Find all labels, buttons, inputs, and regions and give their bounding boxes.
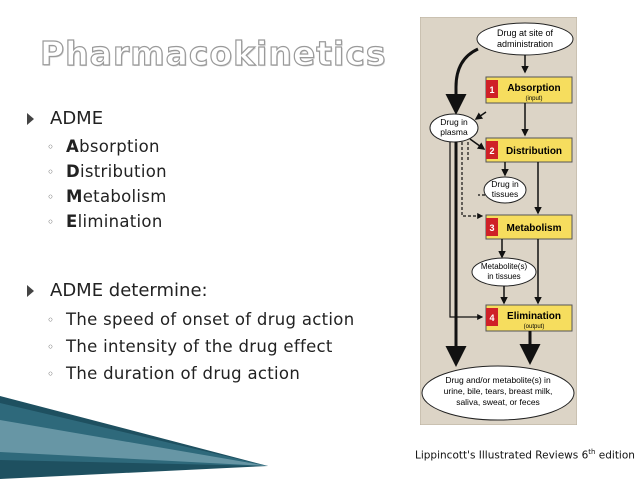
citation-tail: edition (595, 449, 635, 462)
step-label: Elimination (507, 311, 561, 322)
item-text: etabolism (82, 187, 167, 206)
bullet-label: ADME determine: (50, 280, 208, 301)
end-node-text: saliva, sweat, or feces (456, 397, 540, 407)
flow-arrow (445, 47, 479, 115)
citation: Lippincott's Illustrated Reviews 6th edi… (415, 448, 635, 462)
bullet-adme-determine: ADME determine: (27, 280, 208, 301)
step-number: 3 (489, 223, 494, 233)
tissues-node-text: Drug in (491, 179, 519, 189)
initial-letter: A (66, 137, 80, 156)
circle-bullet-icon: ◦ (47, 190, 55, 204)
end-node-text: urine, bile, tears, breast milk, (444, 386, 553, 396)
bullet-arrow-icon (27, 113, 34, 125)
step-sublabel: (input) (525, 96, 542, 102)
item-text: The speed of onset of drug action (66, 310, 355, 329)
step-number-badge (486, 141, 498, 159)
start-node-text: Drug at site of (497, 28, 554, 38)
step-absorption (485, 76, 573, 104)
bullet-adme: ADME (27, 108, 104, 129)
slide-title: Pharmacokinetics (39, 33, 387, 73)
initial-letter: D (66, 162, 80, 181)
step-label: Metabolism (506, 223, 561, 234)
step-number: 1 (489, 85, 494, 95)
step-label: Absorption (507, 83, 560, 94)
plasma-node-text: Drug in (440, 117, 468, 127)
flow-arrow (449, 142, 484, 320)
list-item: ◦ Elimination (47, 212, 163, 231)
item-text: limination (77, 212, 163, 231)
metabolite-node-text: in tissues (487, 272, 520, 281)
list-item: ◦ Metabolism (47, 187, 167, 206)
flow-arrow-dashed (461, 142, 484, 219)
item-text: The duration of drug action (66, 364, 301, 383)
step-metabolism (485, 214, 573, 240)
circle-bullet-icon: ◦ (47, 215, 55, 229)
step-number: 2 (489, 146, 494, 156)
circle-bullet-icon: ◦ (47, 165, 55, 179)
bullet-label: ADME (50, 108, 104, 129)
plasma-node (429, 113, 479, 143)
initial-letter: M (66, 187, 83, 206)
step-number: 4 (489, 313, 494, 323)
flow-arrow (474, 111, 487, 120)
step-sublabel: (output) (524, 324, 545, 330)
list-item: ◦ The duration of drug action (47, 364, 301, 383)
end-node (421, 365, 575, 421)
item-text: istribution (80, 162, 167, 181)
list-item: ◦ The intensity of the drug effect (47, 337, 333, 356)
start-node-text: administration (497, 39, 553, 49)
step-label: Distribution (506, 146, 562, 157)
end-node-text: Drug and/or metabolite(s) in (445, 375, 551, 385)
metabolite-node-text: Metabolite(s) (481, 262, 528, 271)
item-text: The intensity of the drug effect (66, 337, 333, 356)
step-number-badge (486, 308, 498, 326)
circle-bullet-icon: ◦ (47, 340, 55, 354)
adme-diagram: Drug at site of administration 1 Absorpt… (420, 17, 577, 425)
step-number-badge (486, 80, 498, 98)
circle-bullet-icon: ◦ (47, 313, 55, 327)
list-item: ◦ Distribution (47, 162, 167, 181)
tissues-node (483, 176, 527, 204)
citation-sup: th (588, 448, 596, 456)
list-item: ◦ The speed of onset of drug action (47, 310, 355, 329)
plasma-node-text: plasma (440, 127, 468, 137)
step-number-badge (486, 218, 498, 236)
list-item: ◦ Absorption (47, 137, 160, 156)
bullet-arrow-icon (27, 285, 34, 297)
tissues-node-text: tissues (492, 189, 518, 199)
circle-bullet-icon: ◦ (47, 140, 55, 154)
initial-letter: E (66, 212, 78, 231)
citation-text: Lippincott's Illustrated Reviews 6 (415, 449, 589, 462)
circle-bullet-icon: ◦ (47, 367, 55, 381)
flow-arrow (469, 138, 486, 150)
step-elimination (485, 304, 573, 332)
item-text: bsorption (79, 137, 160, 156)
